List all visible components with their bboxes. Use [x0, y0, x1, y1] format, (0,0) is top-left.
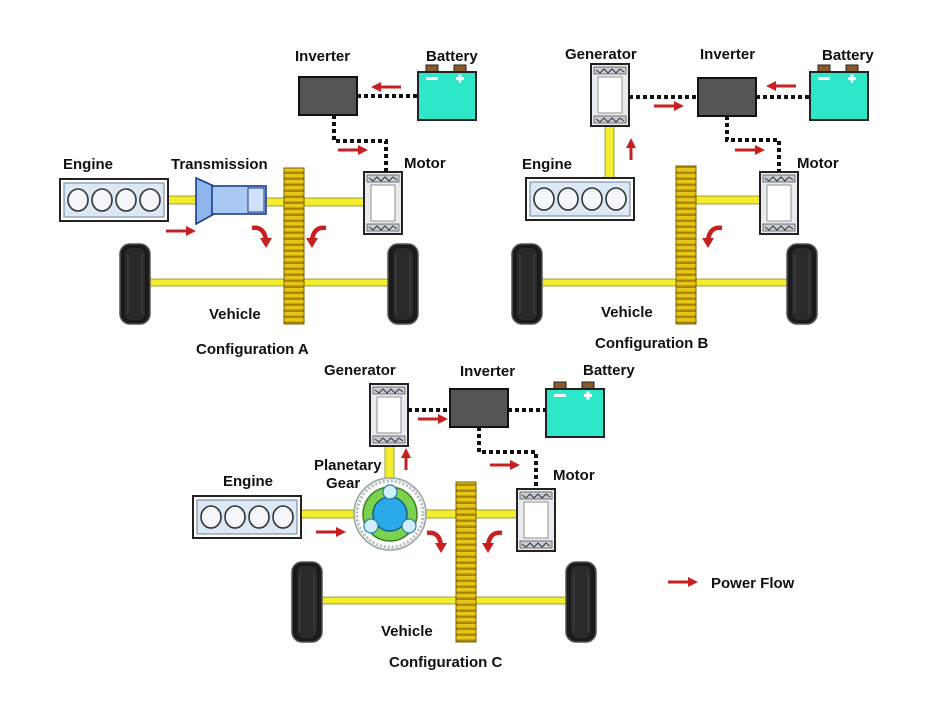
configuration-b: Generator Inverter Battery Engine Motor …	[511, 46, 874, 352]
vehicle-label: Vehicle	[381, 623, 433, 640]
configuration-c-title: Configuration C	[389, 654, 502, 671]
power-flow-arrow-icon	[733, 143, 767, 157]
configuration-b-title: Configuration B	[595, 335, 708, 352]
motor-label: Motor	[553, 467, 595, 484]
power-flow-arrow-icon	[702, 228, 722, 248]
power-cable	[332, 115, 388, 172]
power-flow-arrow-icon	[624, 136, 638, 162]
battery-icon	[545, 381, 605, 438]
engine-label: Engine	[63, 156, 113, 173]
battery-icon	[809, 64, 869, 121]
generator-shaft	[604, 125, 615, 179]
wheel-icon	[565, 561, 597, 643]
power-flow-arrow-icon	[314, 525, 348, 539]
wheel-icon	[119, 243, 151, 325]
legend-power-flow-label: Power Flow	[711, 575, 795, 592]
power-flow-arrow-icon	[488, 458, 522, 472]
wheel-icon	[786, 243, 818, 325]
legend: Power Flow	[666, 575, 795, 592]
power-flow-arrow-icon	[336, 143, 370, 157]
transmission-icon	[195, 176, 267, 226]
inverter-icon	[697, 77, 757, 117]
power-flow-arrow-icon	[666, 575, 700, 589]
generator-icon	[590, 63, 630, 127]
power-cable	[477, 427, 538, 489]
motor-icon	[363, 171, 403, 235]
motor-label: Motor	[404, 155, 446, 172]
wheel-icon	[511, 243, 543, 325]
power-flow-arrow-icon	[164, 224, 198, 238]
engine-label: Engine	[522, 156, 572, 173]
power-flow-arrow-icon	[427, 533, 447, 553]
power-flow-arrow-icon	[306, 228, 326, 248]
engine-icon	[59, 178, 169, 222]
battery-label: Battery	[822, 47, 874, 64]
wheel-icon	[291, 561, 323, 643]
inverter-label: Inverter	[700, 46, 755, 63]
power-flow-arrow-icon	[652, 99, 686, 113]
motor-shaft	[693, 195, 763, 205]
vehicle-label: Vehicle	[209, 306, 261, 323]
gear-icon	[455, 481, 477, 643]
planetary-gear-label-line2: Gear	[326, 475, 360, 492]
engine-icon	[525, 177, 635, 221]
battery-icon	[417, 64, 477, 121]
battery-label: Battery	[426, 48, 478, 65]
engine-shaft	[299, 509, 357, 519]
inverter-label: Inverter	[295, 48, 350, 65]
wheel-icon	[387, 243, 419, 325]
generator-label: Generator	[565, 46, 637, 63]
motor-icon	[516, 488, 556, 552]
generator-icon	[369, 383, 409, 447]
axle-shaft	[321, 596, 573, 605]
planetary-gear-label: Planetary	[314, 457, 382, 474]
transmission-output-shaft	[263, 197, 365, 207]
inverter-label: Inverter	[460, 363, 515, 380]
planetary-gear-icon	[353, 477, 427, 551]
gear-icon	[283, 167, 305, 325]
generator-label: Generator	[324, 362, 396, 379]
configuration-a: Engine Transmission Inverter Battery Mot…	[59, 48, 478, 358]
power-flow-arrow-icon	[369, 80, 403, 94]
motor-icon	[759, 171, 799, 235]
transmission-label: Transmission	[171, 156, 268, 173]
inverter-icon	[298, 76, 358, 116]
inverter-icon	[449, 388, 509, 428]
power-flow-arrow-icon	[416, 412, 450, 426]
axle-shaft	[149, 278, 391, 287]
power-cable	[725, 116, 781, 172]
configuration-c: Generator Inverter Battery Engine Planet…	[192, 362, 635, 671]
motor-label: Motor	[797, 155, 839, 172]
battery-label: Battery	[583, 362, 635, 379]
engine-label: Engine	[223, 473, 273, 490]
vehicle-label: Vehicle	[601, 304, 653, 321]
axle-shaft	[539, 278, 791, 287]
power-flow-arrow-icon	[482, 533, 502, 553]
engine-icon	[192, 495, 302, 539]
power-flow-arrow-icon	[252, 228, 272, 248]
configuration-a-title: Configuration A	[196, 341, 309, 358]
gear-icon	[675, 165, 697, 325]
power-flow-arrow-icon	[399, 446, 413, 472]
power-flow-arrow-icon	[764, 79, 798, 93]
